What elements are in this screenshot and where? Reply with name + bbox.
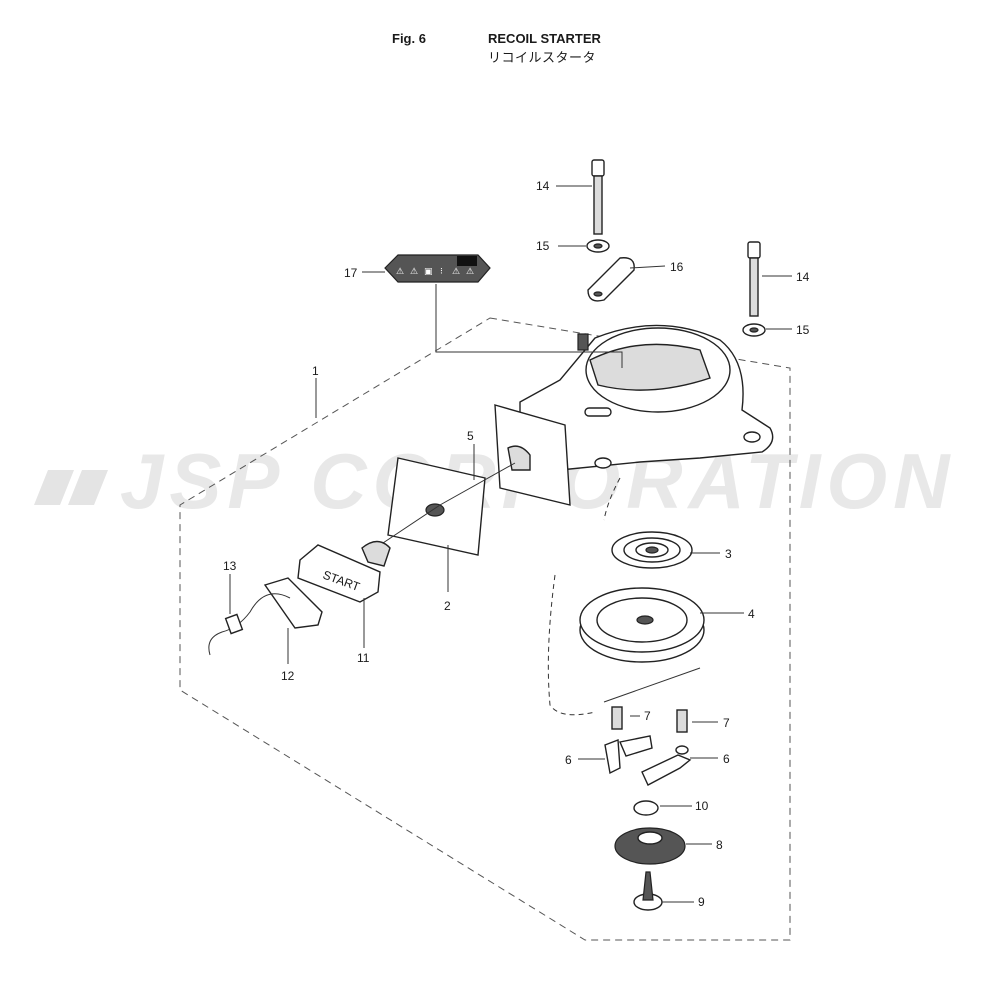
callout-7a: 7 xyxy=(644,709,651,723)
recoil-rope xyxy=(379,462,516,546)
ratchet-springs xyxy=(611,706,688,733)
retaining-ring xyxy=(633,800,659,816)
svg-text:⚠: ⚠ xyxy=(452,267,460,277)
callout-16: 16 xyxy=(670,260,684,274)
ratchet-guide xyxy=(614,827,686,865)
recoil-spring xyxy=(611,531,693,569)
watermark: JSP CORPORATION xyxy=(34,437,949,525)
callout-2: 2 xyxy=(444,599,451,613)
callout-3: 3 xyxy=(725,547,732,561)
callout-12: 12 xyxy=(281,669,295,683)
callout-7b: 7 xyxy=(723,716,730,730)
start-handle: START xyxy=(297,540,391,603)
callout-14a: 14 xyxy=(536,179,550,193)
callout-1: 1 xyxy=(312,364,319,378)
figure-title-en: RECOIL STARTER xyxy=(488,31,601,46)
figure-title-jp: リコイルスタータ xyxy=(488,50,597,65)
svg-text:⚠: ⚠ xyxy=(410,267,418,277)
handle-plate xyxy=(387,457,486,556)
callout-9: 9 xyxy=(698,895,705,909)
starter-case xyxy=(494,324,774,506)
callout-14b: 14 xyxy=(796,270,810,284)
svg-text:⚠: ⚠ xyxy=(466,267,474,277)
callout-13: 13 xyxy=(223,559,237,573)
svg-text:⁝: ⁝ xyxy=(440,267,443,277)
warning-decal: ⚠ ⚠ ▣ ⁝ ⚠ ⚠ xyxy=(384,254,491,283)
callout-10: 10 xyxy=(695,799,709,813)
svg-text:⚠: ⚠ xyxy=(396,267,404,277)
callout-11: 11 xyxy=(357,651,370,665)
figure-header: Fig. 6 RECOIL STARTER リコイルスタータ xyxy=(0,0,1000,80)
bolts-and-washers xyxy=(586,159,766,337)
svg-text:▣: ▣ xyxy=(424,267,433,277)
callout-4: 4 xyxy=(748,607,755,621)
rope-reel xyxy=(579,587,705,703)
rope-route-line xyxy=(547,477,621,716)
grip-and-clip xyxy=(208,577,323,656)
callout-5: 5 xyxy=(467,429,474,443)
callout-6b: 6 xyxy=(723,752,730,766)
leader-lines xyxy=(229,185,792,903)
callout-17: 17 xyxy=(344,266,358,280)
figure-number: Fig. 6 xyxy=(392,31,426,46)
callout-6a: 6 xyxy=(565,753,572,767)
part-callouts: 1 2 3 4 5 6 6 7 7 8 9 10 11 12 13 14 14 … xyxy=(223,179,810,909)
center-screw xyxy=(633,871,663,911)
callout-15a: 15 xyxy=(536,239,550,253)
callout-15b: 15 xyxy=(796,323,810,337)
ratchets xyxy=(604,735,692,786)
callout-8: 8 xyxy=(716,838,723,852)
assembly-boundary xyxy=(179,317,791,941)
